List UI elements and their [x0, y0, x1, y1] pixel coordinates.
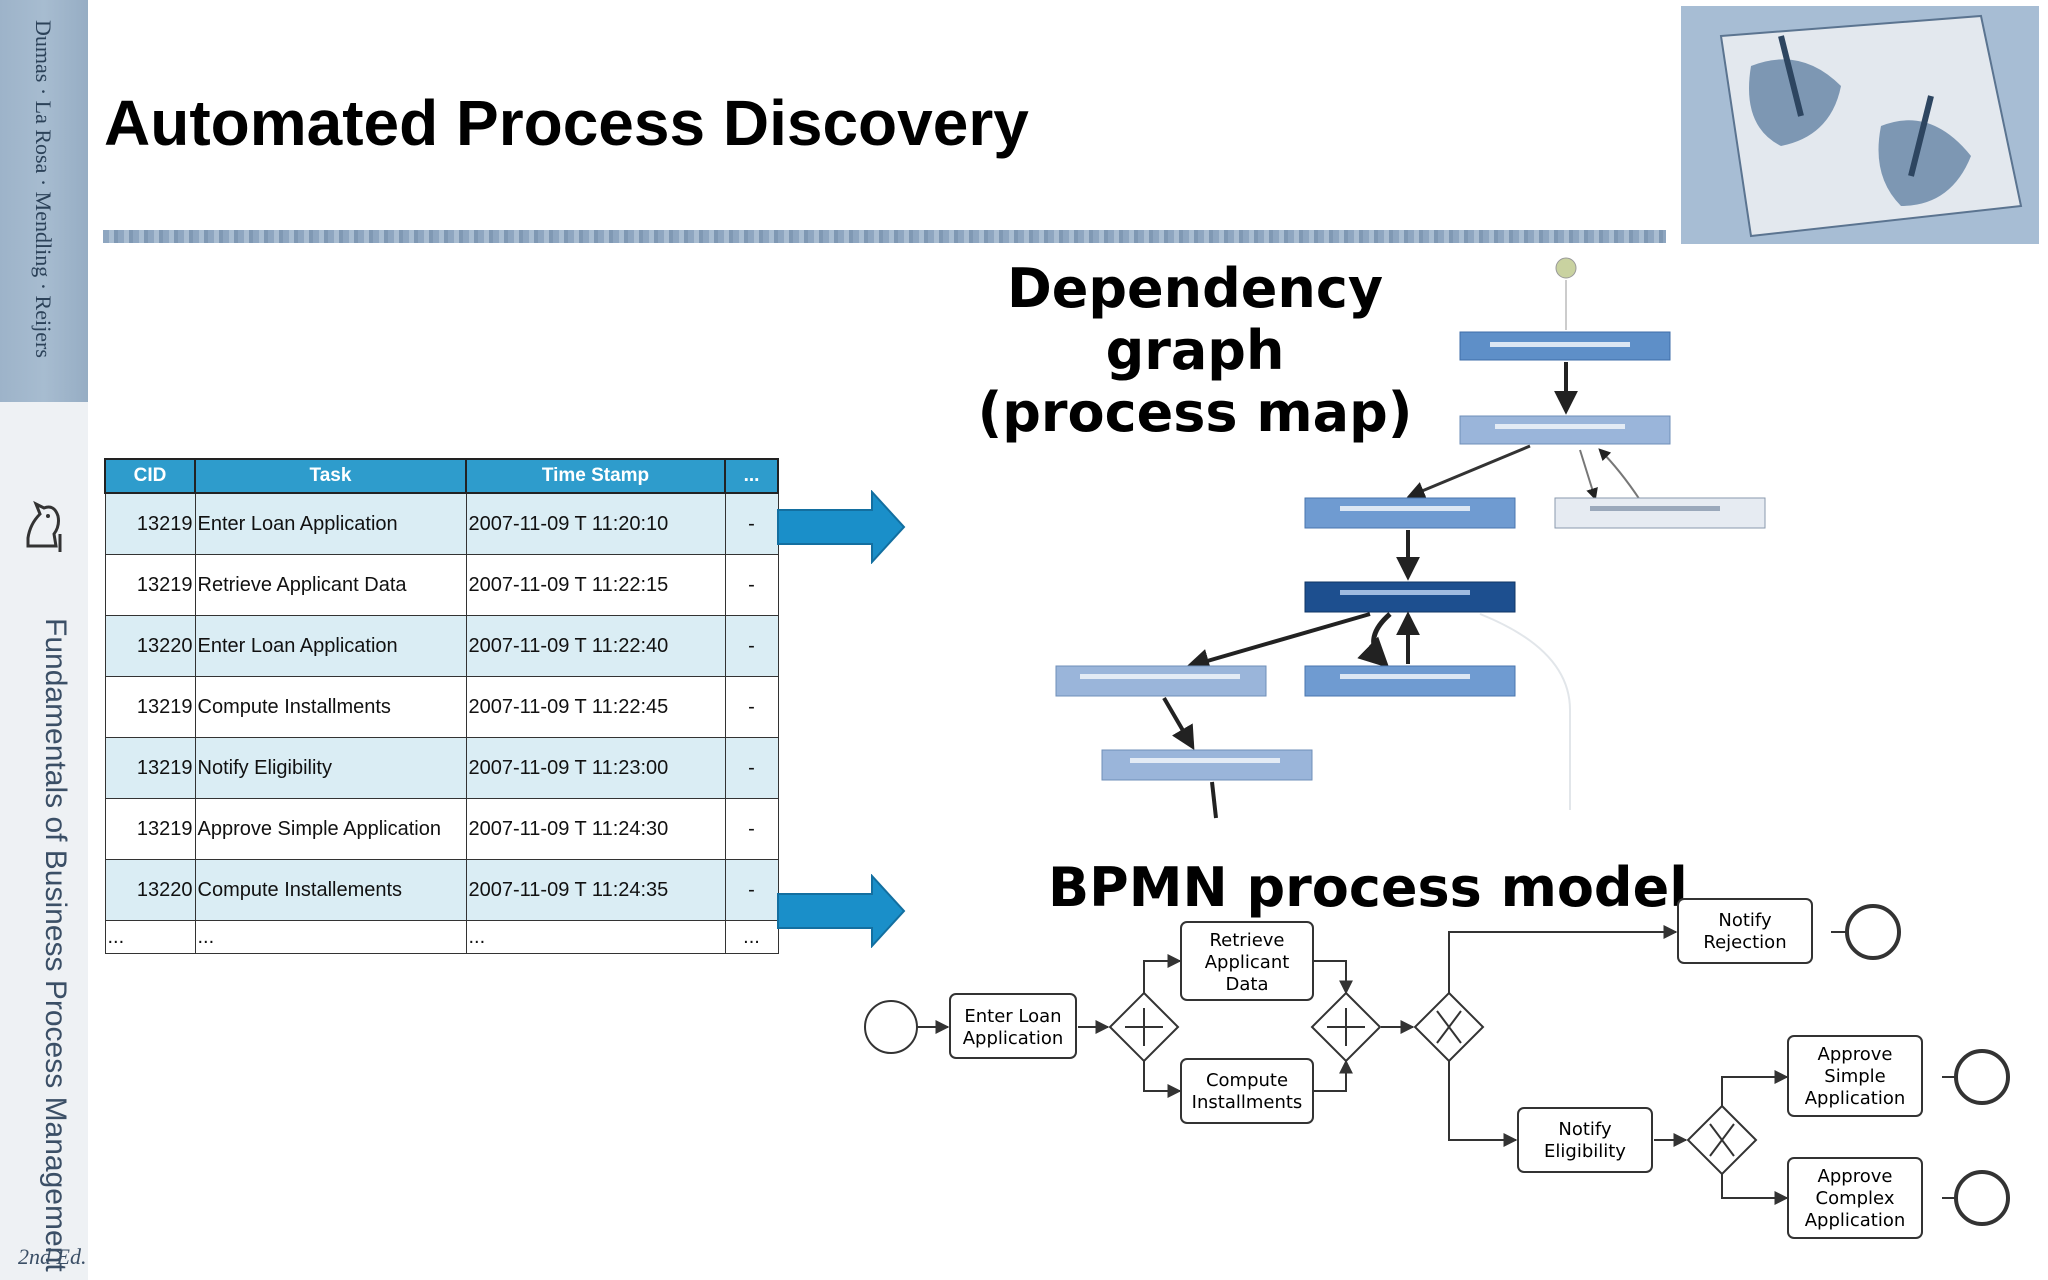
cell-time: 2007-11-09 T 11:22:40 — [465, 615, 726, 677]
bpmn-task-label: Approve — [1818, 1044, 1893, 1065]
sidebar: Dumas · La Rosa · Mendling · Reijers Fun… — [0, 0, 88, 1280]
bpmn-task-label: Complex — [1816, 1188, 1895, 1209]
cell-task: Approve Simple Application — [194, 798, 467, 860]
table-row: 13220 Compute Installements 2007-11-09 T… — [104, 859, 779, 921]
sidebar-authors: Dumas · La Rosa · Mendling · Reijers — [31, 20, 56, 358]
bpmn-task-label: Notify — [1558, 1119, 1612, 1140]
cell-task: Notify Eligibility — [194, 737, 467, 799]
cell-time: 2007-11-09 T 11:20:10 — [465, 492, 726, 555]
column-header-more: ... — [724, 458, 779, 494]
bpmn-task-label: Compute — [1206, 1070, 1288, 1091]
cell-time: 2007-11-09 T 11:23:00 — [465, 737, 726, 799]
bpmn-model-title: BPMN process model — [1048, 856, 1688, 919]
cell-cid: 13219 — [104, 554, 196, 616]
bpmn-task-label: Notify — [1718, 910, 1772, 931]
knight-logo-icon — [26, 500, 62, 552]
table-row: 13220 Enter Loan Application 2007-11-09 … — [104, 615, 779, 677]
cell-cid: 13219 — [104, 492, 196, 555]
bpmn-task-label: Data — [1226, 974, 1269, 995]
bpmn-task-approve-complex-application: Approve Complex Application — [1787, 1157, 1923, 1239]
bpmn-end-event-complex — [1954, 1170, 2010, 1226]
bpmn-task-label: Approve — [1818, 1166, 1893, 1187]
bpmn-model-diagram: Enter Loan Application Retrieve Applican… — [864, 898, 2010, 1239]
bpmn-parallel-join-gateway — [1310, 991, 1382, 1063]
sidebar-top-band — [0, 0, 88, 402]
cell-cid: ... — [104, 920, 196, 954]
cell-more: - — [724, 554, 779, 616]
cell-cid: 13219 — [104, 737, 196, 799]
cell-more: - — [724, 798, 779, 860]
cell-task: Compute Installements — [194, 859, 467, 921]
cell-more: - — [724, 615, 779, 677]
bpmn-task-label: Eligibility — [1544, 1141, 1626, 1162]
bpmn-task-retrieve-applicant-data: Retrieve Applicant Data — [1180, 921, 1314, 1001]
table-header-row: CID Task Time Stamp ... — [104, 458, 779, 494]
bpmn-start-event — [864, 1000, 918, 1054]
bpmn-parallel-split-gateway — [1108, 991, 1180, 1063]
bpmn-end-event-simple — [1954, 1049, 2010, 1105]
bpmn-task-notify-eligibility: Notify Eligibility — [1517, 1107, 1653, 1173]
cell-more: - — [724, 676, 779, 738]
dependency-graph-title-line1: Dependency graph — [1006, 257, 1384, 382]
bpmn-task-label: Retrieve — [1209, 930, 1284, 951]
cell-cid: 13219 — [104, 676, 196, 738]
column-header-timestamp: Time Stamp — [465, 458, 726, 494]
bpmn-task-compute-installments: Compute Installments — [1180, 1058, 1314, 1124]
bpmn-task-label: Application — [963, 1028, 1064, 1049]
arrow-to-dependency-graph-icon — [777, 490, 906, 564]
bpmn-task-label: Rejection — [1703, 932, 1786, 953]
cell-more: - — [724, 492, 779, 555]
dependency-graph-image — [1055, 257, 1766, 819]
column-header-cid: CID — [104, 458, 196, 494]
table-row: 13219 Compute Installments 2007-11-09 T … — [104, 676, 779, 738]
bpmn-task-label: Simple — [1824, 1066, 1885, 1087]
cell-more: - — [724, 859, 779, 921]
cell-task: ... — [194, 920, 467, 954]
cell-task: Enter Loan Application — [194, 615, 467, 677]
bpmn-task-notify-rejection: Notify Rejection — [1677, 898, 1813, 964]
table-row: 13219 Enter Loan Application 2007-11-09 … — [104, 492, 779, 555]
cell-time: 2007-11-09 T 11:24:30 — [465, 798, 726, 860]
bpmn-exclusive-gateway-eligibility — [1413, 991, 1485, 1063]
cell-task: Retrieve Applicant Data — [194, 554, 467, 616]
cell-cid: 13220 — [104, 859, 196, 921]
title-rule — [103, 230, 1666, 243]
bpmn-task-label: Applicant — [1205, 952, 1290, 973]
bpmn-task-label: Installments — [1192, 1092, 1303, 1113]
cell-more: - — [724, 737, 779, 799]
drawing-hands-image — [1681, 6, 2039, 244]
cell-task: Enter Loan Application — [194, 492, 467, 555]
cell-time: 2007-11-09 T 11:22:15 — [465, 554, 726, 616]
cell-task: Compute Installments — [194, 676, 467, 738]
bpmn-end-event-rejection — [1845, 904, 1901, 960]
cell-more: ... — [724, 920, 779, 954]
cell-cid: 13219 — [104, 798, 196, 860]
bpmn-exclusive-gateway-approval — [1686, 1104, 1758, 1176]
cell-time: 2007-11-09 T 11:24:35 — [465, 859, 726, 921]
sidebar-book-title: Fundamentals of Business Process Managem… — [39, 618, 72, 1272]
table-row-ellipsis: ... ... ... ... — [104, 920, 779, 954]
table-row: 13219 Notify Eligibility 2007-11-09 T 11… — [104, 737, 779, 799]
cell-time: ... — [465, 920, 726, 954]
table-row: 13219 Approve Simple Application 2007-11… — [104, 798, 779, 860]
table-row: 13219 Retrieve Applicant Data 2007-11-09… — [104, 554, 779, 616]
bpmn-task-label: Enter Loan — [964, 1006, 1061, 1027]
bpmn-task-label: Application — [1805, 1210, 1906, 1231]
event-log-table: CID Task Time Stamp ... 13219 Enter Loan… — [104, 458, 779, 954]
arrow-to-bpmn-model-icon — [777, 874, 906, 948]
bpmn-task-label: Application — [1805, 1088, 1906, 1109]
bpmn-task-approve-simple-application: Approve Simple Application — [1787, 1035, 1923, 1117]
column-header-task: Task — [194, 458, 467, 494]
cell-time: 2007-11-09 T 11:22:45 — [465, 676, 726, 738]
dependency-graph-title: Dependency graph (process map) — [920, 258, 1470, 444]
sidebar-edition: 2nd Ed. — [18, 1244, 87, 1269]
page-title: Automated Process Discovery — [104, 87, 1029, 159]
cell-cid: 13220 — [104, 615, 196, 677]
bpmn-task-enter-loan-application: Enter Loan Application — [949, 993, 1077, 1059]
dependency-graph-title-line2: (process map) — [977, 381, 1413, 444]
